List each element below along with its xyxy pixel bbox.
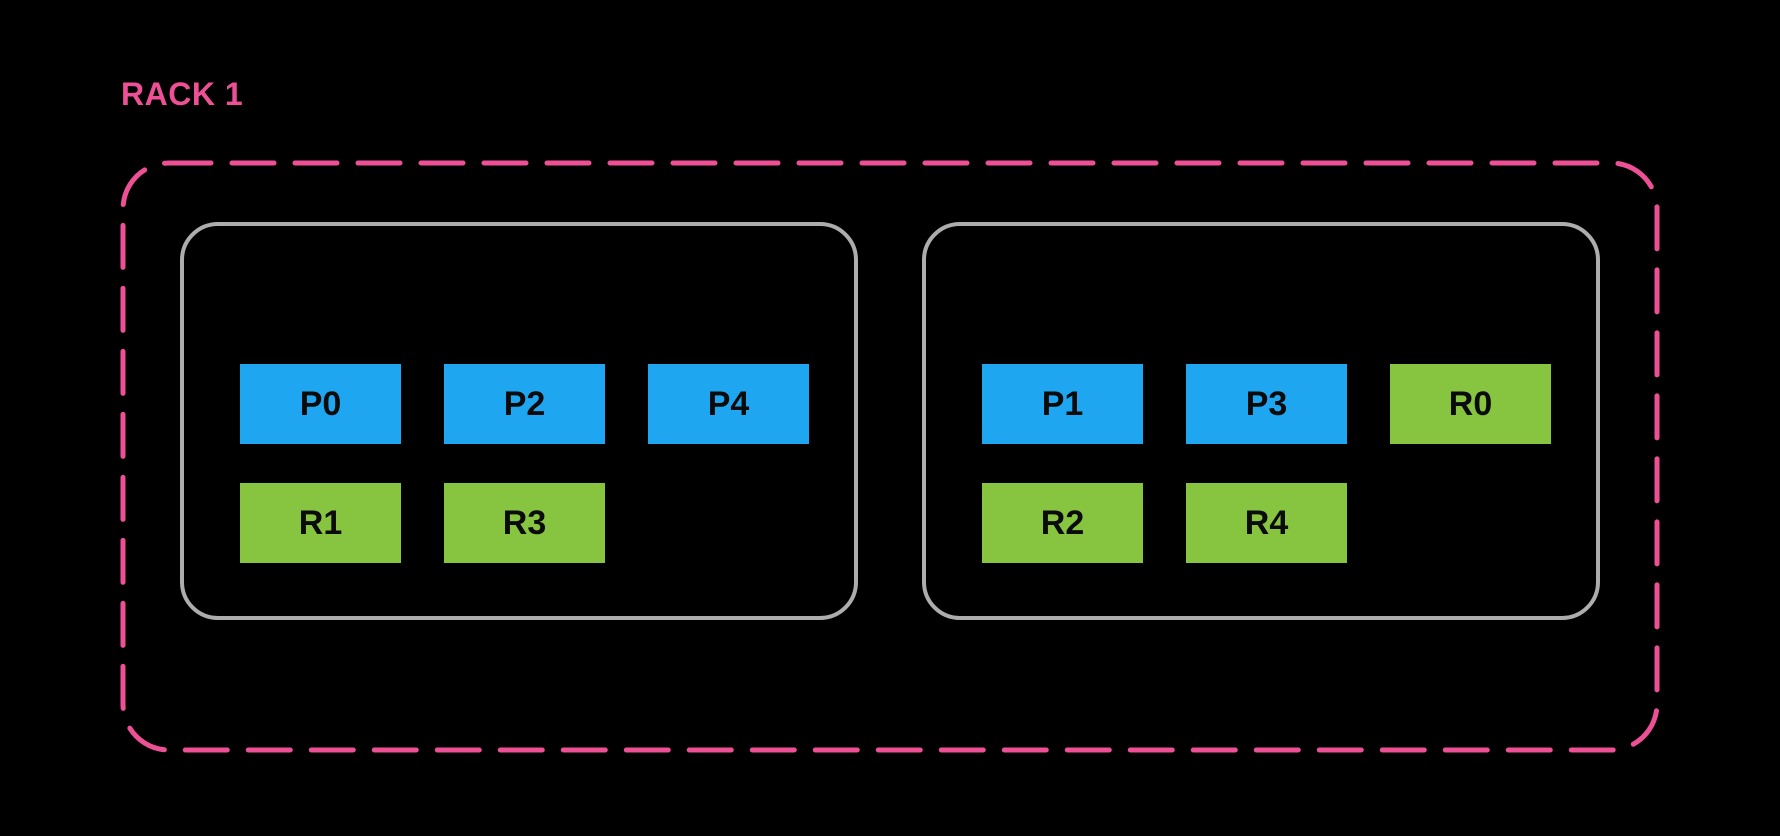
replica-box-r3: R3 <box>444 483 605 563</box>
replica-box-r0: R0 <box>1390 364 1551 444</box>
primary-box-p3: P3 <box>1186 364 1347 444</box>
partition-row: R1 R3 <box>240 483 809 563</box>
primary-box-p1: P1 <box>982 364 1143 444</box>
partition-row: R2 R4 <box>982 483 1551 563</box>
replica-box-r1: R1 <box>240 483 401 563</box>
partition-row: P0 P2 P4 <box>240 364 809 444</box>
replica-box-r4: R4 <box>1186 483 1347 563</box>
replica-box-r2: R2 <box>982 483 1143 563</box>
primary-box-p4: P4 <box>648 364 809 444</box>
rack-title: RACK 1 <box>121 76 244 112</box>
primary-box-p2: P2 <box>444 364 605 444</box>
primary-box-p0: P0 <box>240 364 401 444</box>
partition-row: P1 P3 R0 <box>982 364 1551 444</box>
